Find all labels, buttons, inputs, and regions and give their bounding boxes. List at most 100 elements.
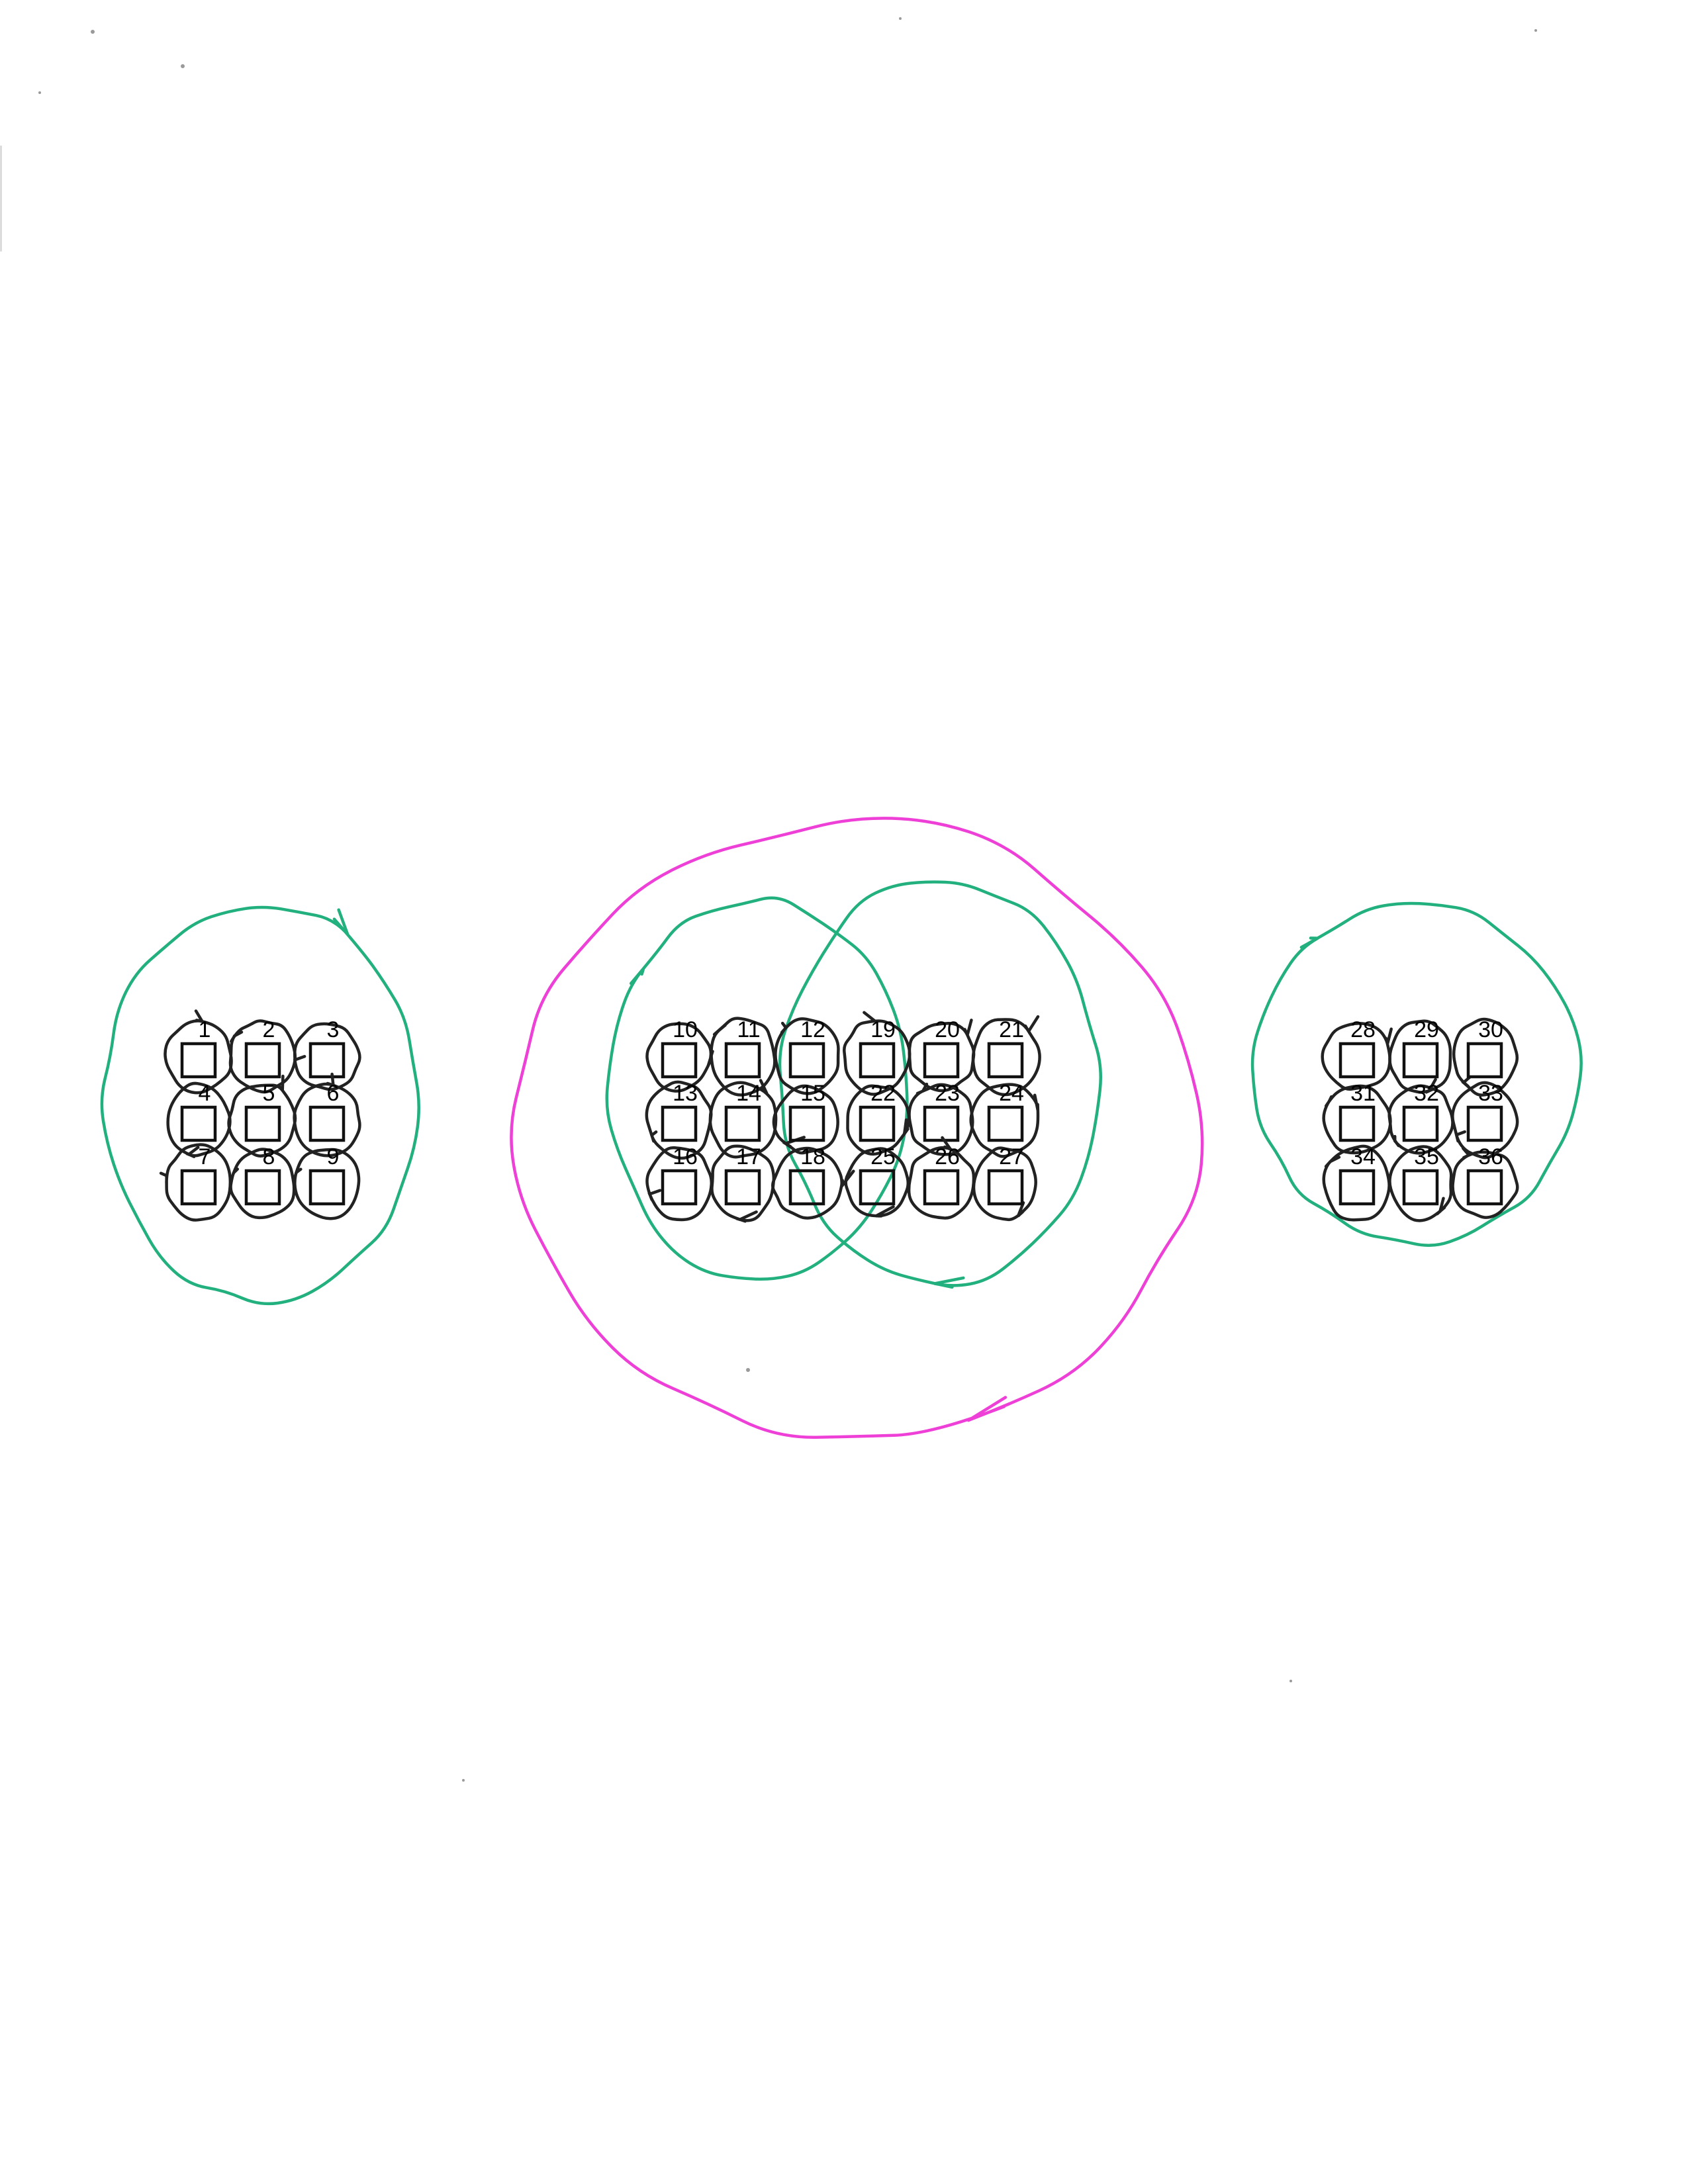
cell-17-checkbox [724, 1169, 761, 1206]
cell-29-checkbox [1402, 1042, 1439, 1079]
cell-23-checkbox [923, 1105, 960, 1142]
cell-23: 23 [908, 1081, 974, 1156]
cell-23-label: 23 [935, 1081, 960, 1106]
scan-speck [38, 91, 41, 94]
cell-20: 20 [908, 1017, 976, 1093]
cell-28-circle [1321, 1022, 1393, 1091]
cell-17-circle [710, 1144, 776, 1223]
cell-22: 22 [846, 1081, 911, 1156]
cell-36-label: 36 [1478, 1144, 1503, 1169]
cell-35-label: 35 [1414, 1144, 1439, 1169]
cell-31-circle [1322, 1084, 1392, 1155]
cell-33-label: 33 [1478, 1081, 1503, 1106]
scan-speck [746, 1368, 750, 1372]
cell-15-checkbox [788, 1105, 825, 1142]
cell-3-checkbox [308, 1042, 346, 1079]
cell-16-checkbox [661, 1169, 698, 1206]
cell-8: 8 [229, 1144, 296, 1220]
cell-6-label: 6 [327, 1081, 340, 1106]
cell-16: 16 [645, 1144, 714, 1222]
cell-19-circle [843, 1011, 912, 1096]
cell-28-checkbox [1338, 1042, 1376, 1079]
cell-1-checkbox [180, 1042, 217, 1079]
cell-31: 31 [1322, 1081, 1392, 1155]
cell-25: 25 [844, 1144, 910, 1218]
cell-36-checkbox [1466, 1169, 1503, 1206]
cell-25-checkbox [859, 1169, 896, 1206]
group-loops [100, 817, 1583, 1439]
cell-26-circle [907, 1136, 976, 1220]
cell-26-label: 26 [935, 1144, 960, 1169]
cell-1: 1 [164, 1009, 233, 1095]
cell-20-circle [908, 1019, 976, 1093]
cell-2-label: 2 [263, 1017, 275, 1042]
cell-32: 32 [1387, 1081, 1454, 1155]
cell-34: 34 [1322, 1144, 1391, 1222]
cell-2-checkbox [244, 1042, 281, 1079]
cell-2: 2 [228, 1017, 297, 1094]
cell-21: 21 [971, 1015, 1041, 1097]
cell-32-label: 32 [1414, 1081, 1439, 1106]
cell-16-label: 16 [673, 1144, 698, 1169]
cell-30-circle [1452, 1017, 1519, 1097]
cell-3: 3 [293, 1017, 361, 1091]
cell-24: 24 [969, 1081, 1040, 1158]
cell-12-circle [774, 1017, 840, 1095]
scan-speck [91, 30, 95, 34]
cell-17: 17 [710, 1144, 776, 1223]
scan-specks [0, 17, 1537, 1782]
cell-11-checkbox [724, 1042, 761, 1079]
cell-9-label: 9 [327, 1144, 340, 1169]
group-a-loop [100, 905, 420, 1306]
cell-21-label: 21 [999, 1017, 1024, 1042]
cell-1-label: 1 [199, 1017, 211, 1042]
cell-22-label: 22 [870, 1081, 896, 1106]
cell-8-circle [229, 1148, 296, 1220]
cell-26: 26 [907, 1136, 976, 1220]
cell-35-checkbox [1402, 1169, 1439, 1206]
cell-34-checkbox [1338, 1169, 1376, 1206]
cell-29-circle [1388, 1019, 1452, 1095]
cell-6-circle [293, 1072, 361, 1158]
cell-28: 28 [1321, 1017, 1393, 1091]
cell-21-circle [971, 1015, 1041, 1097]
cell-31-label: 31 [1350, 1081, 1376, 1106]
cell-24-circle [969, 1083, 1040, 1158]
cell-18-checkbox [788, 1169, 825, 1206]
cell-11-label: 11 [737, 1017, 760, 1042]
cell-6: 6 [293, 1072, 361, 1158]
cell-12-checkbox [788, 1042, 825, 1079]
cell-27: 27 [972, 1144, 1037, 1222]
cell-14-label: 14 [736, 1081, 761, 1106]
cell-35: 35 [1388, 1144, 1453, 1222]
cell-31-checkbox [1338, 1105, 1376, 1142]
cell-22-circle [846, 1084, 911, 1156]
cell-27-checkbox [987, 1169, 1024, 1206]
cell-14-checkbox [724, 1105, 761, 1142]
cell-15-label: 15 [800, 1081, 825, 1106]
cell-11-circle [710, 1017, 776, 1097]
cell-34-circle [1322, 1144, 1391, 1222]
cell-19-checkbox [859, 1042, 896, 1079]
cell-19-label: 19 [870, 1017, 896, 1042]
cell-16-circle [645, 1146, 714, 1222]
cell-12-label: 12 [800, 1017, 825, 1042]
cell-13-circle [645, 1080, 713, 1160]
cell-18-label: 18 [800, 1144, 825, 1169]
cell-20-label: 20 [935, 1017, 960, 1042]
cell-30: 30 [1452, 1017, 1519, 1097]
cell-10: 10 [645, 1017, 714, 1093]
cell-18-circle [771, 1146, 855, 1220]
cell-26-checkbox [923, 1169, 960, 1206]
scan-edge-mark [0, 146, 2, 251]
group-d-loop [1250, 901, 1583, 1247]
cell-22-checkbox [859, 1105, 896, 1142]
cell-23-circle [908, 1082, 974, 1156]
scan-speck [1534, 29, 1537, 32]
cell-12: 12 [774, 1017, 840, 1095]
cell-18: 18 [771, 1144, 855, 1220]
cell-9: 9 [293, 1144, 361, 1220]
scan-speck [1289, 1680, 1292, 1682]
